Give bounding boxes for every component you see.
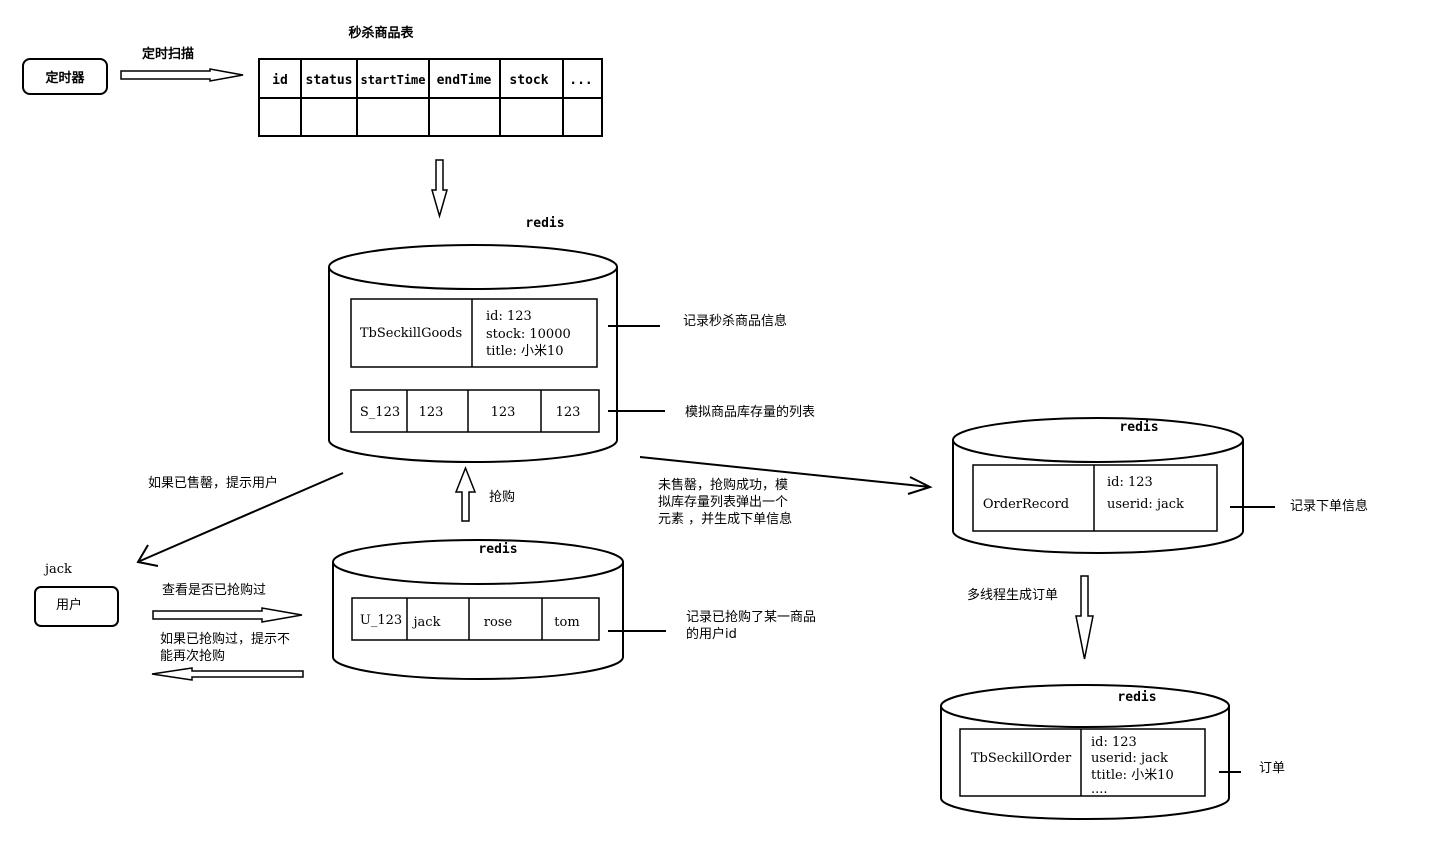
goods-field-stock: stock: 10000	[486, 327, 571, 342]
table-col-status: status	[306, 73, 353, 88]
users-list-item: jack	[412, 615, 441, 630]
redis-users-cylinder	[332, 539, 624, 680]
multithread-arrow	[1075, 575, 1094, 660]
success-label-line3: 元素 ，并生成下单信息	[658, 511, 792, 527]
order-note: 订单	[1259, 761, 1285, 776]
timer-label: 定时器	[44, 70, 85, 86]
bought-arrow	[151, 667, 304, 681]
table-to-redis-arrow	[431, 159, 448, 219]
stock-list-key: S_123	[360, 405, 400, 420]
users-list-item: tom	[554, 615, 579, 630]
redis-users-title: redis	[478, 542, 517, 557]
success-arrow	[639, 456, 933, 495]
order-record-field-id: id: 123	[1107, 475, 1153, 490]
order-key: TbSeckillOrder	[971, 751, 1072, 766]
redis-order-record-title: redis	[1119, 420, 1158, 435]
success-label-line1: 未售罄，抢购成功，模	[658, 477, 788, 493]
table-col-more: ...	[569, 73, 592, 88]
seckill-table-title: 秒杀商品表	[348, 25, 414, 41]
sold-out-label: 如果已售罄，提示用户	[148, 475, 278, 491]
users-note-line2: 的用户id	[686, 626, 737, 642]
users-list-box: U_123 jack rose tom	[351, 597, 600, 641]
stock-item: 123	[419, 405, 444, 420]
order-box: TbSeckillOrder id: 123 userid: jack ttit…	[959, 728, 1206, 797]
users-list-key: U_123	[360, 613, 402, 628]
timer-node: 定时器	[22, 58, 108, 95]
stock-list-box: S_123 123 123 123	[350, 389, 600, 433]
success-label-line2: 拟库存量列表弹出一个	[658, 494, 788, 510]
multithread-label: 多线程生成订单	[967, 587, 1058, 603]
table-col-id: id	[272, 73, 288, 88]
user-label: 用户	[56, 597, 82, 613]
order-record-note: 记录下单信息	[1290, 498, 1368, 514]
timer-to-table-arrow	[120, 68, 244, 82]
redis-order-record-cylinder	[952, 417, 1244, 554]
goods-record-box: TbSeckillGoods id: 123 stock: 10000 titl…	[350, 298, 598, 368]
grab-label: 抢购	[489, 489, 515, 505]
order-field-title: ttitle: 小米10	[1091, 768, 1174, 783]
sold-out-arrow	[136, 472, 344, 567]
check-arrow	[152, 607, 303, 623]
grab-arrow	[454, 465, 477, 522]
goods-note: 记录秒杀商品信息	[683, 313, 787, 329]
stock-note: 模拟商品库存量的列表	[685, 404, 815, 420]
order-record-field-userid: userid: jack	[1107, 497, 1184, 512]
check-label: 查看是否已抢购过	[162, 582, 266, 598]
users-note-line1: 记录已抢购了某一商品	[686, 609, 816, 625]
table-col-stock: stock	[509, 73, 548, 88]
goods-field-title: title: 小米10	[486, 344, 564, 359]
order-field-id: id: 123	[1091, 735, 1137, 750]
table-col-endtime: endTime	[437, 73, 492, 88]
redis-order-title: redis	[1117, 690, 1156, 705]
goods-field-id: id: 123	[486, 309, 532, 324]
user-name: jack	[43, 562, 72, 577]
goods-key: TbSeckillGoods	[360, 326, 462, 341]
table-col-starttime: startTime	[360, 73, 425, 87]
user-node: 用户	[34, 586, 119, 627]
redis-goods-cylinder	[328, 244, 618, 463]
order-record-box: OrderRecord id: 123 userid: jack	[972, 464, 1218, 532]
order-record-key: OrderRecord	[983, 497, 1069, 512]
timer-scan-label: 定时扫描	[141, 46, 194, 62]
users-list-item: rose	[484, 615, 513, 630]
order-field-more: ....	[1091, 782, 1108, 797]
stock-item: 123	[491, 405, 516, 420]
bought-label-line2: 能再次抢购	[160, 648, 225, 664]
redis-order-cylinder	[940, 684, 1230, 820]
seckill-goods-table: id status startTime endTime stock ...	[258, 58, 603, 137]
stock-item: 123	[556, 405, 581, 420]
redis-goods-title: redis	[525, 216, 564, 231]
bought-label-line1: 如果已抢购过，提示不	[160, 631, 290, 647]
order-field-userid: userid: jack	[1091, 751, 1168, 766]
